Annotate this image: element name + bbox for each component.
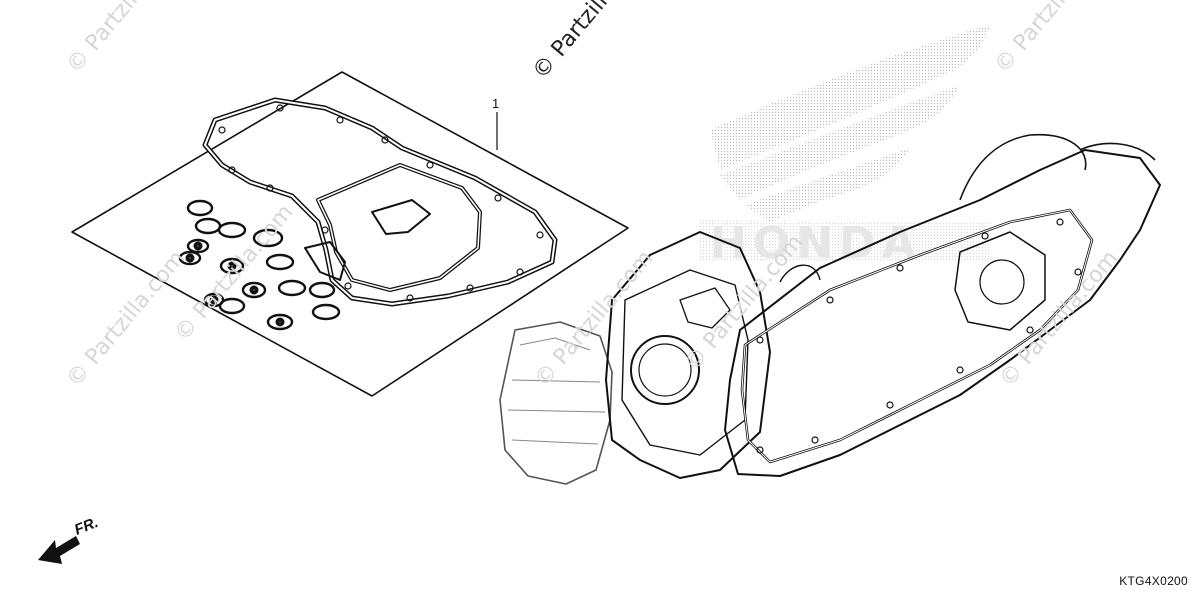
engine-assembly [499,133,1161,485]
diagram-code: KTG4X0200 [1119,574,1188,588]
honda-brand-text: HONDA [710,218,922,269]
gasket-kit-outline [71,71,629,397]
arrow-front-icon [38,536,80,564]
cover-gasket-large [202,97,558,307]
honda-wing-logo: HONDA [700,25,990,269]
oil-seal-centers [185,241,285,327]
small-plate-gasket [371,199,431,235]
gasket-kit-sheet[interactable] [71,71,629,397]
shaped-gasket [304,241,346,281]
gasket-bolt-holes [218,104,544,302]
o-ring-set [178,199,341,331]
callout-number: 1 [492,96,500,111]
